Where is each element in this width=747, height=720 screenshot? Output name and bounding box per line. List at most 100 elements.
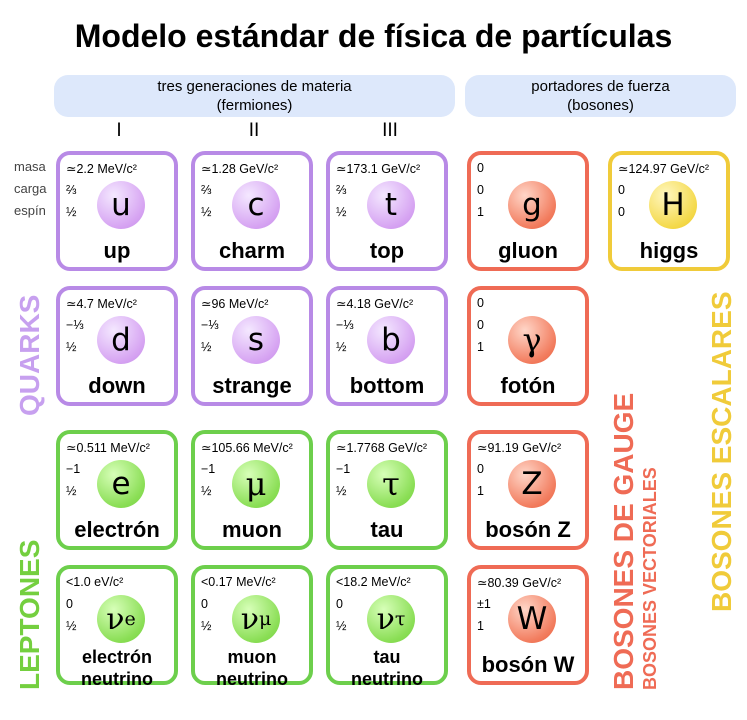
particle-card-electron[interactable]: ≃0.511 MeV/c² −1 ½ e electrón (56, 430, 178, 550)
spin-value: ½ (66, 340, 77, 354)
particle-card-charm[interactable]: ≃1.28 GeV/c² ⅔ ½ c charm (191, 151, 313, 271)
particle-name: bottom (349, 373, 425, 398)
particle-name-line2: neutrino (216, 669, 288, 689)
charge-value: 0 (477, 462, 484, 476)
force-band: portadores de fuerza (bosones) (465, 75, 736, 117)
matter-band-line2: (fermiones) (216, 97, 293, 114)
particle-name: up (103, 238, 131, 263)
gauge-bosons-label: BOSONES DE GAUGE (608, 392, 639, 690)
particle-name: electrón (74, 517, 160, 542)
charge-value: 0 (618, 183, 625, 197)
row-label-mass: masa (14, 159, 46, 174)
mass-value: <18.2 MeV/c² (336, 575, 411, 589)
particle-card-photon[interactable]: 0 0 1 γ fotón (467, 286, 589, 406)
charge-value: −1 (66, 462, 81, 476)
particle-card-gluon[interactable]: 0 0 1 g gluon (467, 151, 589, 271)
particle-name: bosón Z (485, 517, 571, 542)
spin-value: ½ (336, 205, 347, 219)
particle-symbol: s (232, 316, 280, 364)
mass-value: ≃80.39 GeV/c² (477, 576, 562, 590)
spin-value: 1 (477, 619, 484, 633)
particle-card-w-boson[interactable]: ≃80.39 GeV/c² ±1 1 W bosón W (467, 565, 589, 685)
particle-symbol: b (367, 316, 415, 364)
particle-name: tau (370, 517, 404, 542)
mass-value: ≃91.19 GeV/c² (477, 441, 562, 455)
mass-value: ≃2.2 MeV/c² (66, 162, 137, 176)
spin-value: ½ (201, 484, 212, 498)
charge-value: −1 (336, 462, 351, 476)
particle-name: bosón W (481, 652, 575, 677)
charge-value: ⅔ (201, 183, 212, 197)
vector-bosons-label: BOSONES VECTORIALES (640, 467, 660, 690)
spin-value: ½ (201, 340, 212, 354)
particle-name: fotón (500, 373, 556, 398)
charge-value: 0 (477, 183, 484, 197)
mass-value: <1.0 eV/c² (66, 575, 124, 589)
spin-value: ½ (201, 619, 212, 633)
mass-value: <0.17 MeV/c² (201, 575, 276, 589)
generation-label-iii: III (382, 120, 398, 141)
charge-value: 0 (201, 597, 208, 611)
symbol-main: ν (240, 601, 259, 637)
charge-value: −⅓ (66, 318, 84, 332)
particle-card-muon[interactable]: ≃105.66 MeV/c² −1 ½ μ muon (191, 430, 313, 550)
mass-value: ≃96 MeV/c² (201, 297, 269, 311)
particle-name-line2: neutrino (351, 669, 423, 689)
particle-card-top[interactable]: ≃173.1 GeV/c² ⅔ ½ t top (326, 151, 448, 271)
quarks-label: QUARKS (14, 294, 45, 416)
force-band-line1: portadores de fuerza (531, 78, 670, 95)
particle-card-higgs[interactable]: ≃124.97 GeV/c² 0 0 H higgs (608, 151, 730, 271)
particle-symbol: Z (508, 460, 556, 508)
symbol-main: ν (376, 601, 395, 637)
particle-name: higgs (639, 238, 699, 263)
charge-value: −1 (201, 462, 216, 476)
mass-value: ≃1.7768 GeV/c² (336, 441, 428, 455)
particle-symbol: W (508, 595, 556, 643)
symbol-subscript: μ (258, 608, 272, 630)
particle-name: strange (212, 373, 292, 398)
mass-value: 0 (477, 161, 484, 175)
particle-card-z-boson[interactable]: ≃91.19 GeV/c² 0 1 Z bosón Z (467, 430, 589, 550)
symbol-subscript: τ (394, 608, 406, 630)
mass-value: ≃105.66 MeV/c² (201, 441, 293, 455)
particle-name-line2: neutrino (81, 669, 153, 689)
row-label-spin: espín (14, 203, 46, 218)
particle-card-strange[interactable]: ≃96 MeV/c² −⅓ ½ s strange (191, 286, 313, 406)
charge-value: 0 (66, 597, 73, 611)
charge-value: 0 (477, 318, 484, 332)
spin-value: ½ (66, 619, 77, 633)
charge-value: −⅓ (336, 318, 354, 332)
particle-card-down[interactable]: ≃4.7 MeV/c² −⅓ ½ d down (56, 286, 178, 406)
matter-band-line1: tres generaciones de materia (157, 78, 352, 95)
particle-symbol: d (97, 316, 145, 364)
particle-name: top (369, 238, 405, 263)
particle-card-up[interactable]: ≃2.2 MeV/c² ⅔ ½ u up (56, 151, 178, 271)
particle-symbol: μ (232, 460, 280, 508)
spin-value: 1 (477, 340, 484, 354)
mass-value: 0 (477, 296, 484, 310)
force-band-line2: (bosones) (567, 97, 634, 114)
particle-card-bottom[interactable]: ≃4.18 GeV/c² −⅓ ½ b bottom (326, 286, 448, 406)
spin-value: ½ (336, 484, 347, 498)
particle-symbol: γ (508, 316, 556, 364)
scalar-bosons-label: BOSONES ESCALARES (706, 291, 737, 613)
mass-value: ≃124.97 GeV/c² (618, 162, 710, 176)
page-title: Modelo estándar de física de partículas (74, 18, 673, 54)
particle-name-line1: electrón (81, 647, 153, 667)
particle-name-line1: muon (227, 647, 277, 667)
particle-symbol: H (649, 181, 697, 229)
spin-value: 0 (618, 205, 625, 219)
mass-value: ≃4.7 MeV/c² (66, 297, 137, 311)
generation-label-ii: II (248, 120, 260, 141)
particle-name: muon (222, 517, 282, 542)
particle-card-tau[interactable]: ≃1.7768 GeV/c² −1 ½ τ tau (326, 430, 448, 550)
symbol-subscript: e (124, 608, 136, 630)
